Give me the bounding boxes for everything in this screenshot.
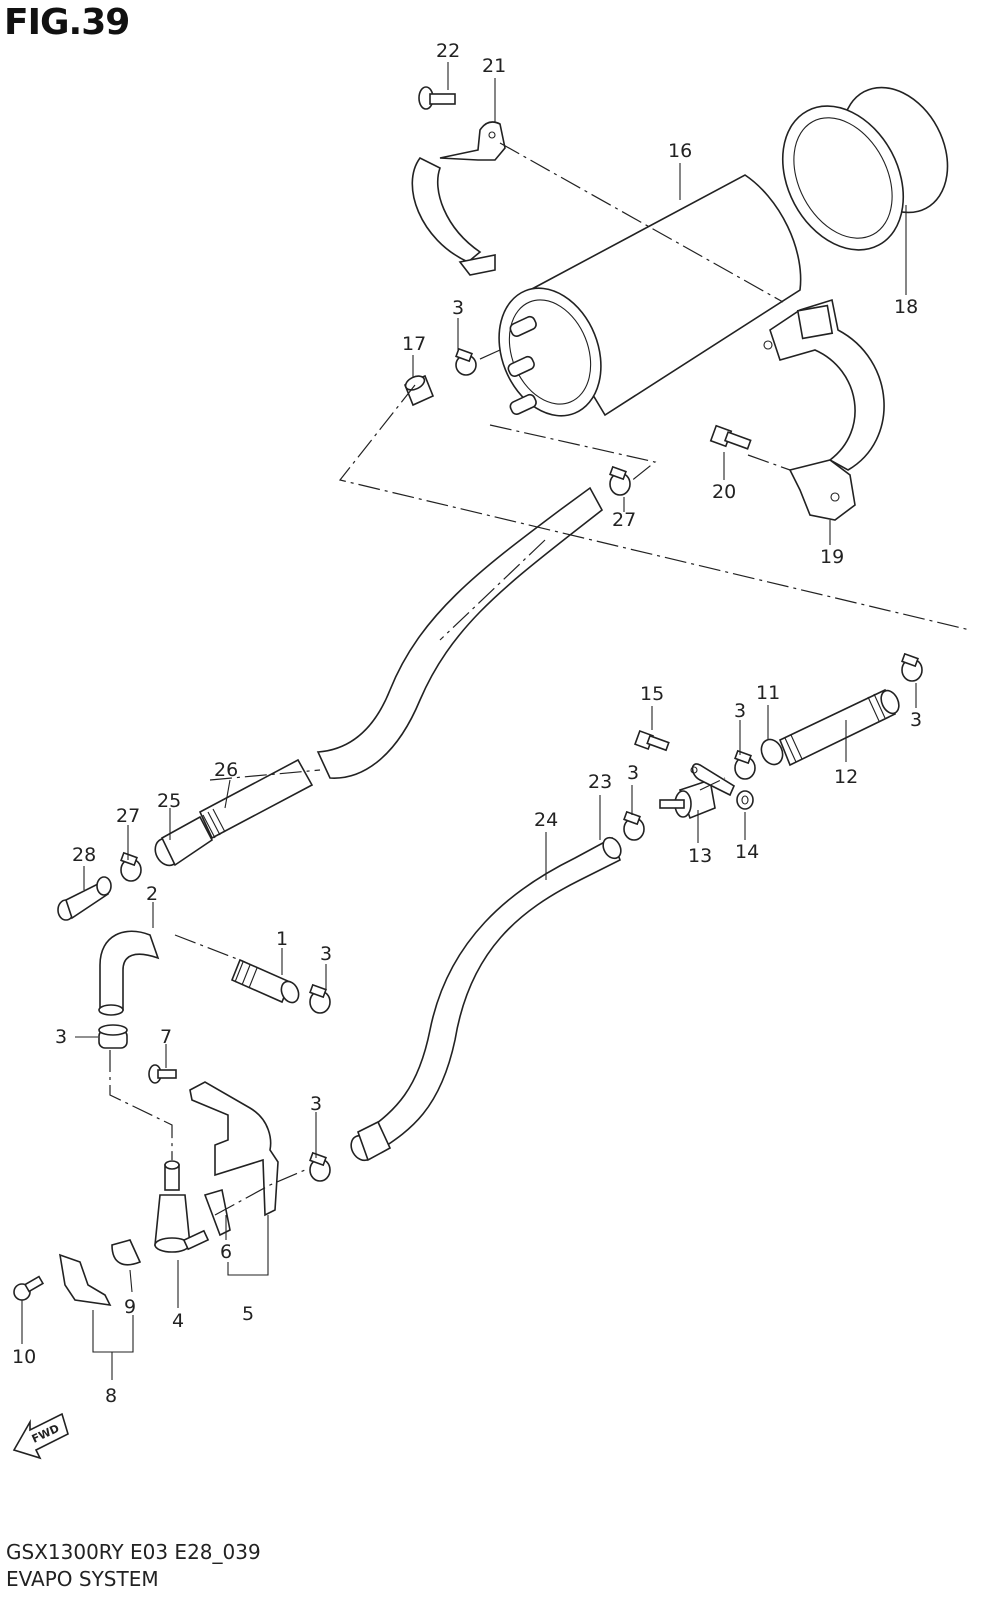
clamp	[734, 749, 756, 780]
callout-12: 12	[834, 766, 858, 788]
clamp	[309, 1151, 331, 1182]
screw	[13, 1275, 45, 1301]
model-code: GSX1300RY E03 E28_039	[6, 1540, 261, 1564]
callout-15: 15	[640, 683, 664, 705]
callout-3: 3	[55, 1026, 67, 1048]
callout-3: 3	[627, 762, 639, 784]
canister-band	[781, 86, 949, 251]
callouts: 22 21 16 18 3 17 20 27 19 15 11 3 3 26 1…	[12, 40, 922, 1407]
callout-27: 27	[116, 805, 140, 827]
callout-3: 3	[320, 943, 332, 965]
callout-13: 13	[688, 845, 712, 867]
callout-25: 25	[157, 790, 181, 812]
callout-20: 20	[712, 481, 736, 503]
hose-long	[154, 486, 604, 867]
callout-3: 3	[310, 1093, 322, 1115]
callout-7: 7	[160, 1026, 172, 1048]
callout-17: 17	[402, 333, 426, 355]
canister	[498, 174, 802, 417]
fwd-arrow-icon: FWD	[12, 1412, 69, 1460]
clamp	[120, 851, 142, 882]
callout-18: 18	[894, 296, 918, 318]
clamp	[609, 465, 631, 496]
callout-3: 3	[910, 709, 922, 731]
joint	[57, 876, 112, 921]
clamp	[455, 347, 477, 376]
bolt	[709, 424, 752, 450]
callout-21: 21	[482, 55, 506, 77]
lower-bracket	[763, 298, 885, 521]
callout-5: 5	[242, 1303, 254, 1325]
washer	[736, 790, 754, 810]
callout-27: 27	[612, 509, 636, 531]
hose-short	[760, 688, 900, 767]
bolt-small	[634, 730, 670, 752]
callout-26: 26	[214, 759, 238, 781]
callout-16: 16	[668, 140, 692, 162]
clamp	[309, 983, 331, 1014]
clamp	[98, 1024, 128, 1049]
callout-14: 14	[735, 841, 759, 863]
routing-lines	[109, 142, 971, 1216]
fitting	[154, 1160, 210, 1253]
callout-24: 24	[534, 809, 558, 831]
screw	[418, 86, 456, 110]
callout-22: 22	[436, 40, 460, 62]
upper-bracket	[411, 121, 506, 276]
callout-3: 3	[452, 297, 464, 319]
callout-10: 10	[12, 1346, 36, 1368]
system-name: EVAPO SYSTEM	[6, 1567, 159, 1591]
figure-title: FIG.39	[4, 2, 130, 43]
mounting-bracket	[189, 1081, 279, 1237]
hose-bent	[98, 930, 300, 1016]
callout-28: 28	[72, 844, 96, 866]
valve	[659, 763, 736, 820]
clamp	[901, 652, 923, 682]
screw	[148, 1064, 177, 1084]
clamp-bracket	[58, 1239, 142, 1307]
callout-11: 11	[756, 682, 780, 704]
callout-23: 23	[588, 771, 612, 793]
leader-lines	[21, 62, 917, 1380]
callout-9: 9	[124, 1296, 136, 1318]
callout-2: 2	[146, 883, 158, 905]
callout-1: 1	[276, 928, 288, 950]
callout-19: 19	[820, 546, 844, 568]
hose-lower	[350, 836, 622, 1162]
callout-4: 4	[172, 1310, 184, 1332]
callout-3: 3	[734, 700, 746, 722]
callout-6: 6	[220, 1241, 232, 1263]
callout-8: 8	[105, 1385, 117, 1407]
cap	[403, 374, 435, 407]
clamp	[623, 810, 645, 841]
